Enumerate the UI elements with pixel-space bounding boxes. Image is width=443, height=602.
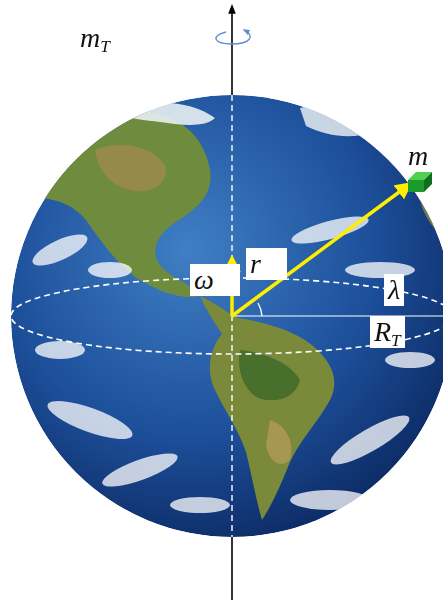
symbol-label: ω⃗ xyxy=(190,264,240,296)
symbol-label: λ xyxy=(384,274,404,306)
angle-arc xyxy=(258,303,262,316)
rotation-arrow xyxy=(216,30,250,44)
mass-block xyxy=(408,172,432,192)
rotation-axis xyxy=(231,6,233,600)
symbol-label: r⃗ xyxy=(246,248,287,280)
earth-globe xyxy=(11,95,443,537)
radius-line xyxy=(232,315,443,316)
symbol-label: RT xyxy=(370,316,405,348)
position-vector xyxy=(232,184,410,316)
symbol-label: mT xyxy=(76,22,114,54)
symbol-label: m xyxy=(404,140,432,172)
